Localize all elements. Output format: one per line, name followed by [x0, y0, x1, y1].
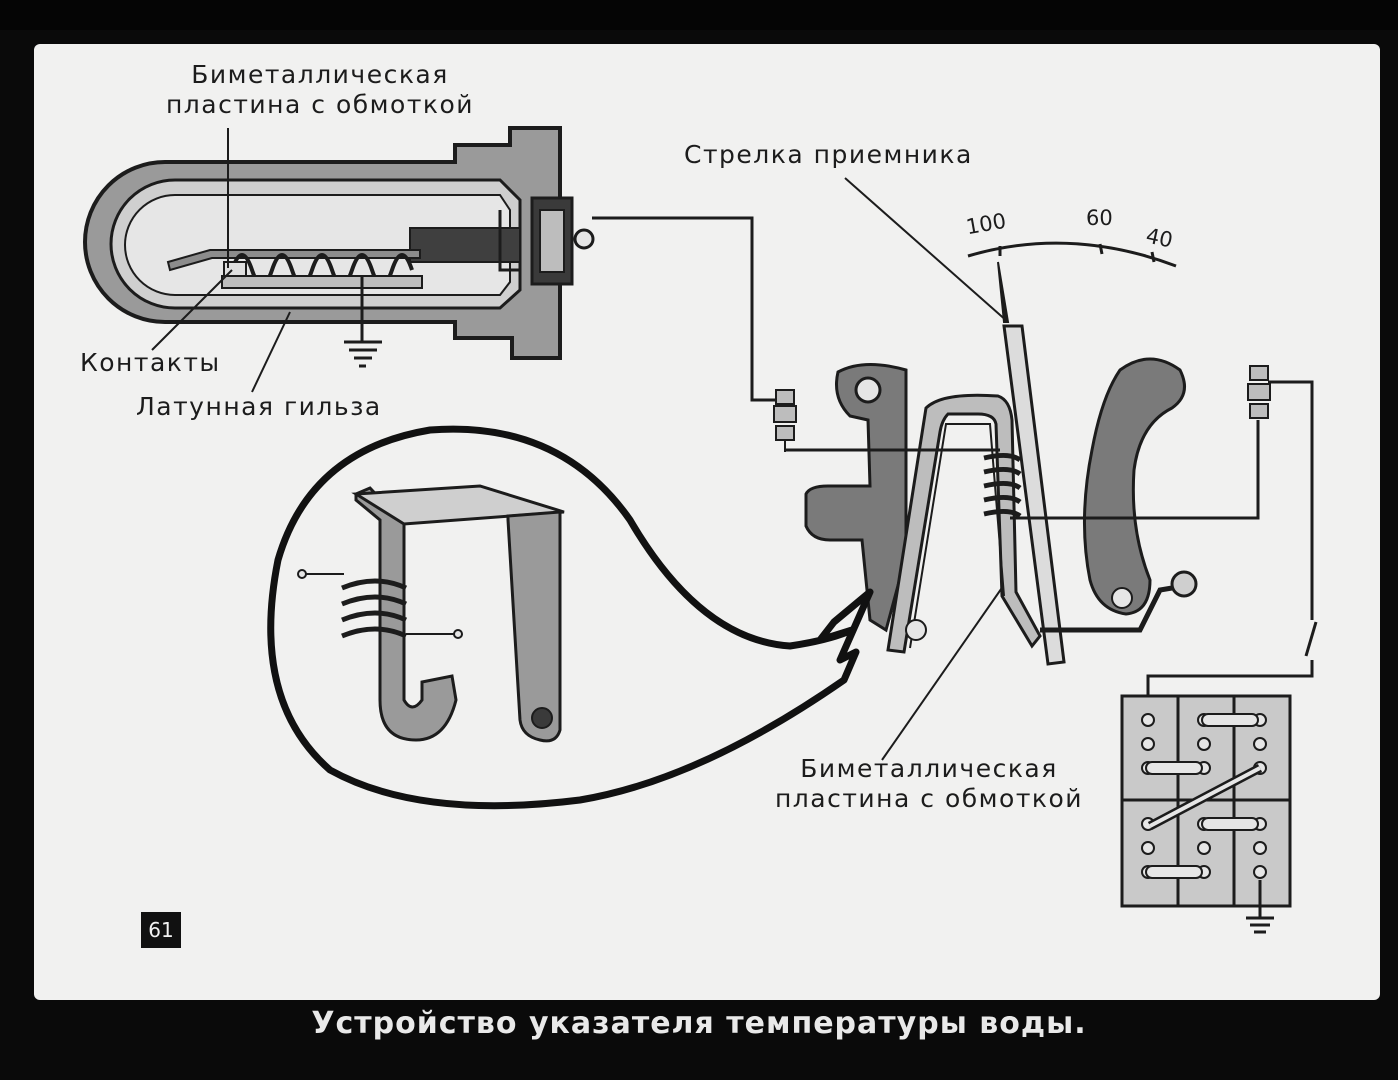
label-bimetal-top-line2: пластина с обмоткой	[165, 90, 475, 119]
ignition-switch	[1304, 621, 1318, 657]
battery	[1120, 694, 1292, 934]
label-pointer: Стрелка приемника	[684, 140, 973, 169]
receiver-unit	[773, 241, 1318, 712]
receiver-right-cam	[1083, 357, 1186, 616]
slide-number: 61	[141, 912, 181, 948]
sensor-bimetal-plate	[166, 249, 421, 272]
label-bimetal-top-line1: Биметаллическая	[191, 60, 449, 89]
right-cam-pivot	[1111, 587, 1133, 609]
label-brass-sleeve: Латунная гильза	[136, 392, 382, 421]
receiver-left-lever	[804, 362, 908, 633]
inset-coil-leads	[302, 573, 456, 635]
inset-lead-right	[453, 629, 463, 639]
receiver-wiring	[785, 380, 1314, 620]
gauge-needle	[997, 261, 1010, 323]
slide-caption: Устройство указателя температуры воды.	[311, 1006, 1087, 1041]
leader-lines	[151, 128, 1009, 761]
right-cam-screw	[1170, 570, 1198, 598]
receiver-right-terminal	[1247, 365, 1271, 419]
sensor-bracket	[409, 227, 521, 263]
scale-tick-60: 60	[1086, 206, 1113, 230]
inset-lead-left	[297, 569, 307, 579]
battery-ground-icon	[1246, 880, 1274, 934]
left-lever-pivot	[854, 376, 882, 404]
gauge-needle-shaft	[1002, 324, 1066, 666]
label-bimetal-bottom-line2: пластина с обмоткой	[774, 784, 1084, 813]
sensor-terminal-screw	[573, 228, 595, 250]
label-bimetal-bottom: Биметаллическая пластина с обмоткой	[752, 754, 1106, 814]
gauge-tick-60-mark	[1098, 243, 1104, 255]
signal-wire	[592, 216, 782, 402]
label-bimetal-top: Биметаллическая пластина с обмоткой	[145, 60, 495, 120]
sensor-contact-plate	[221, 275, 423, 289]
top-dark-band	[0, 0, 1398, 30]
sensor-terminal-insulator	[539, 209, 565, 273]
scale-tick-40: 40	[1143, 223, 1175, 253]
inset-bimetal-left-leg	[354, 486, 458, 742]
receiver-left-terminal	[773, 389, 797, 452]
label-bimetal-bottom-line1: Биметаллическая	[800, 754, 1058, 783]
inset-pin	[531, 707, 553, 729]
switch-to-battery-wire	[1146, 660, 1314, 712]
gauge-tick-40-mark	[1150, 251, 1156, 263]
receiver-u-bimetal	[886, 393, 1042, 654]
sensor-wire-out	[498, 210, 520, 272]
inset-callout-outline	[267, 425, 874, 810]
sensor-bore	[124, 194, 511, 296]
gauge-scale-arc	[967, 241, 1177, 268]
inset-bimetal-right-leg	[506, 510, 562, 743]
sensor-ground-icon	[344, 276, 382, 368]
u-bimetal-pin	[905, 619, 927, 641]
receiver-coil	[983, 452, 1022, 519]
enlarged-inset	[267, 425, 874, 810]
sensor-unit	[83, 126, 595, 368]
inset-coil	[341, 578, 408, 639]
label-contacts: Контакты	[80, 348, 221, 377]
